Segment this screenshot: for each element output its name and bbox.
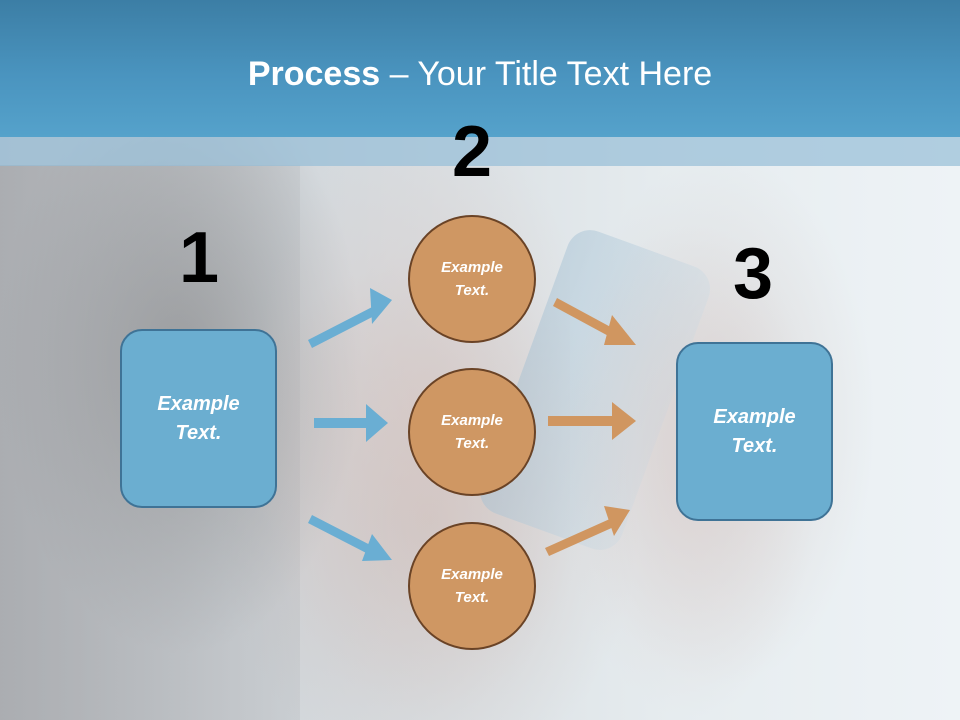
title-rest: – Your Title Text Here [380,55,713,93]
circle-top-label: Example Text. [441,259,503,299]
blue-arrow-up [308,288,392,348]
step-2-circle-bottom: Example Text. [408,522,536,650]
orange-arrow-up [545,506,630,556]
step-1-label: Example Text. [157,392,240,444]
header-subband [0,137,960,166]
step-3-box: Example Text. [676,342,833,521]
step-2-circle-middle: Example Text. [408,368,536,496]
step-2-circle-top: Example Text. [408,215,536,343]
step-number-3: 3 [732,234,774,314]
step-1-box: Example Text. [120,329,277,508]
circle-bottom-label: Example Text. [441,566,503,606]
header-band [0,0,960,137]
title-bold: Process [247,55,381,93]
circle-middle-label: Example Text. [441,412,503,452]
slide-title: Process – Your Title Text Here [0,52,960,96]
blue-arrow-right [314,404,388,442]
step-3-label: Example Text. [713,405,796,457]
step-number-1: 1 [178,218,220,298]
blue-arrow-down [308,515,392,561]
orange-arrow-right [548,402,636,440]
orange-arrow-down [553,298,636,345]
step-number-2: 2 [451,112,493,192]
